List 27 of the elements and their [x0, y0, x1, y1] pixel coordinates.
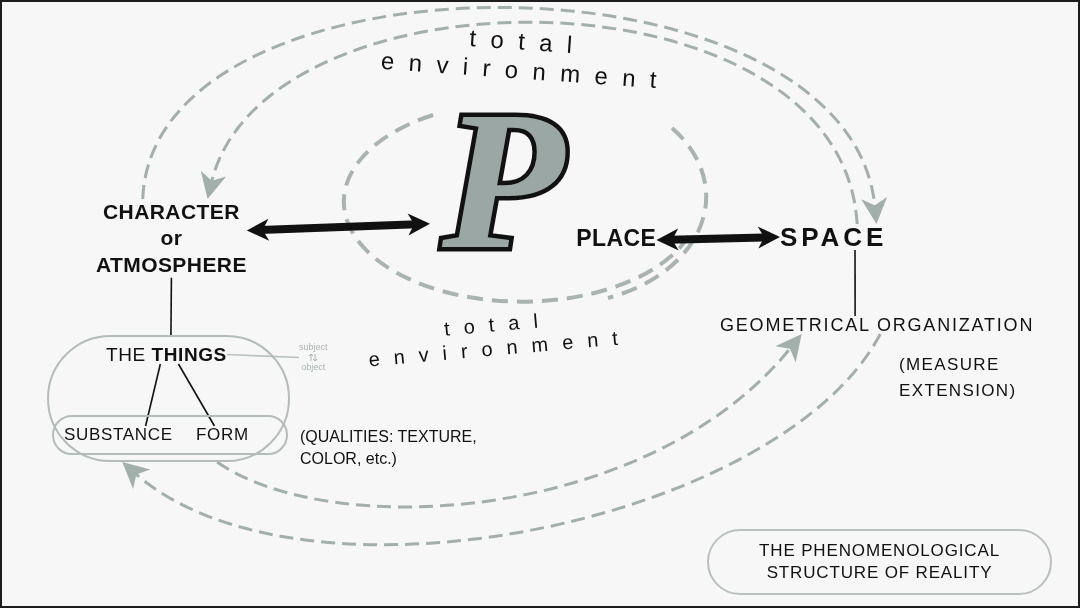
dashed-arrow	[122, 333, 882, 547]
concept-label: GEOMETRICAL ORGANIZATION	[720, 316, 1035, 334]
oval-outline	[47, 335, 290, 462]
line	[144, 363, 162, 427]
annotation-text: (MEASURE EXTENSION)	[899, 354, 1017, 403]
annotation-text: (QUALITIES: TEXTURE, COLOR, etc.)	[300, 427, 478, 470]
concept-label: PLACE	[576, 227, 657, 250]
dashed-arrow	[216, 334, 802, 509]
double-arrow	[656, 226, 780, 251]
concept-label: THE THINGS	[106, 345, 227, 364]
concept-label: CHARACTER or ATMOSPHERE	[96, 199, 247, 278]
faint-text: subject	[299, 343, 328, 352]
line	[177, 363, 216, 427]
term-label: FORM	[196, 426, 249, 443]
line	[225, 353, 300, 359]
double-arrow	[246, 213, 430, 241]
line	[170, 276, 173, 336]
term-label: SUBSTANCE	[64, 426, 173, 443]
initial-letter: P	[442, 102, 566, 258]
oval-outline	[52, 415, 288, 455]
annotation-text: total environment	[380, 23, 673, 96]
title-pill: THE PHENOMENOLOGICAL STRUCTURE OF REALITY	[707, 529, 1052, 595]
dashed-arrow	[141, 6, 888, 224]
faint-text: object	[301, 363, 326, 372]
line	[854, 249, 856, 317]
dashed-arrow	[200, 21, 859, 225]
concept-label: SPACE	[780, 224, 888, 250]
